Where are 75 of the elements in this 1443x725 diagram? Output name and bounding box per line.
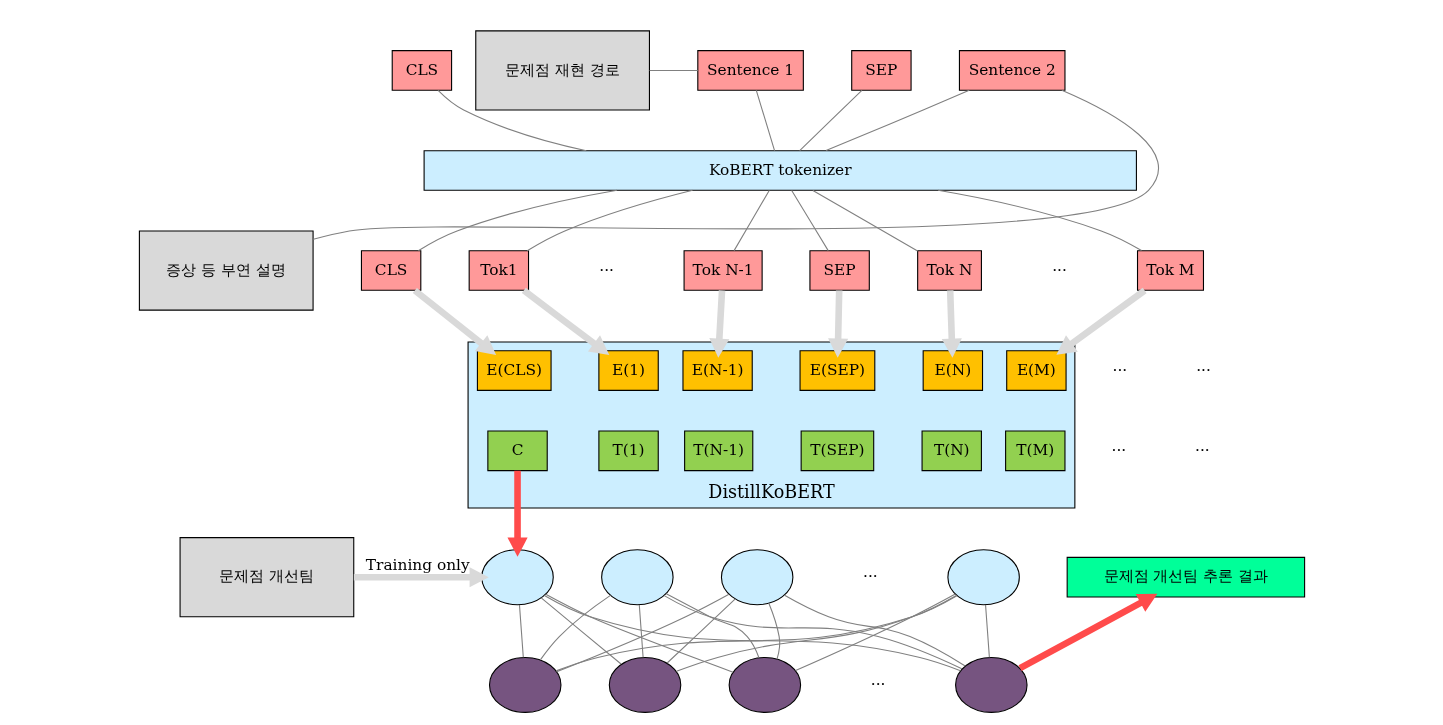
node-box: T(N-1) [683, 430, 753, 472]
arrow [941, 290, 962, 358]
node-circle [608, 656, 681, 713]
connector [312, 89, 1159, 240]
label: ··· [598, 260, 614, 279]
connector [755, 89, 775, 152]
node-box: Tok1 [468, 250, 529, 291]
node-circle [600, 549, 674, 606]
label: ··· [1051, 260, 1067, 279]
node-box: Sentence 1 [696, 50, 804, 91]
connector [798, 89, 862, 152]
connector [783, 594, 966, 667]
arrow [827, 290, 848, 358]
node-box: C [486, 430, 548, 472]
node-box: T(SEP) [800, 430, 874, 472]
arrow [1055, 287, 1147, 355]
connector [518, 604, 524, 658]
node-box: 문제점 개선팀 추론 결과 [1066, 556, 1305, 598]
connector [666, 598, 736, 664]
connector [733, 189, 770, 252]
node-box: T(M) [1004, 430, 1065, 472]
node-box: SEP [808, 250, 870, 291]
label: ··· [1110, 440, 1126, 459]
connector [437, 89, 587, 152]
connector [984, 604, 990, 658]
node-circle [480, 549, 554, 606]
node-box: T(1) [597, 430, 659, 472]
node-circle [720, 549, 793, 606]
node-box: E(1) [597, 350, 659, 391]
node-box: Tok N [916, 250, 982, 291]
connector [767, 602, 780, 660]
node-box: KoBERT tokenizer [423, 150, 1137, 191]
connector [811, 189, 918, 252]
node-box: CLS [391, 50, 452, 91]
connector [648, 69, 698, 71]
node-box: T(N) [921, 430, 982, 472]
arrow [412, 287, 496, 356]
node-box: CLS [360, 250, 421, 291]
connector [539, 594, 611, 661]
label: ··· [1194, 440, 1210, 459]
edge-label: Training only [365, 555, 470, 574]
node-circle [728, 656, 801, 713]
arrow [506, 470, 528, 557]
label: ··· [870, 675, 885, 693]
node-box: 증상 등 부연 설명 [138, 230, 314, 311]
connector [526, 189, 693, 252]
connector [824, 89, 970, 152]
node-box: E(M) [1005, 350, 1067, 391]
node-circle [488, 656, 561, 713]
node-box: 문제점 개선팀 [179, 537, 354, 618]
node-box: SEP [850, 50, 912, 91]
node-circle [946, 549, 1020, 606]
node-box: Tok M [1136, 250, 1204, 291]
label: ··· [1195, 360, 1211, 379]
node-box: E(CLS) [476, 350, 552, 391]
node-box: 문제점 재현 경로 [474, 30, 650, 111]
node-box: E(N) [922, 350, 983, 391]
arrow [353, 567, 489, 588]
label: ··· [1112, 360, 1127, 379]
arrow [708, 290, 729, 358]
node-box: Tok N-1 [683, 250, 763, 291]
connector [417, 189, 618, 252]
node-box: E(SEP) [799, 350, 875, 391]
node-box: E(N-1) [681, 350, 753, 391]
node-circle [954, 656, 1028, 713]
connector [937, 189, 1142, 252]
connector [794, 593, 956, 672]
node-box: Sentence 2 [958, 50, 1065, 91]
arrow [521, 287, 609, 355]
connector [790, 189, 829, 252]
label: ··· [862, 567, 878, 586]
arrow [1018, 593, 1157, 672]
connector [638, 604, 644, 658]
connector [540, 597, 622, 665]
connector [665, 593, 759, 658]
